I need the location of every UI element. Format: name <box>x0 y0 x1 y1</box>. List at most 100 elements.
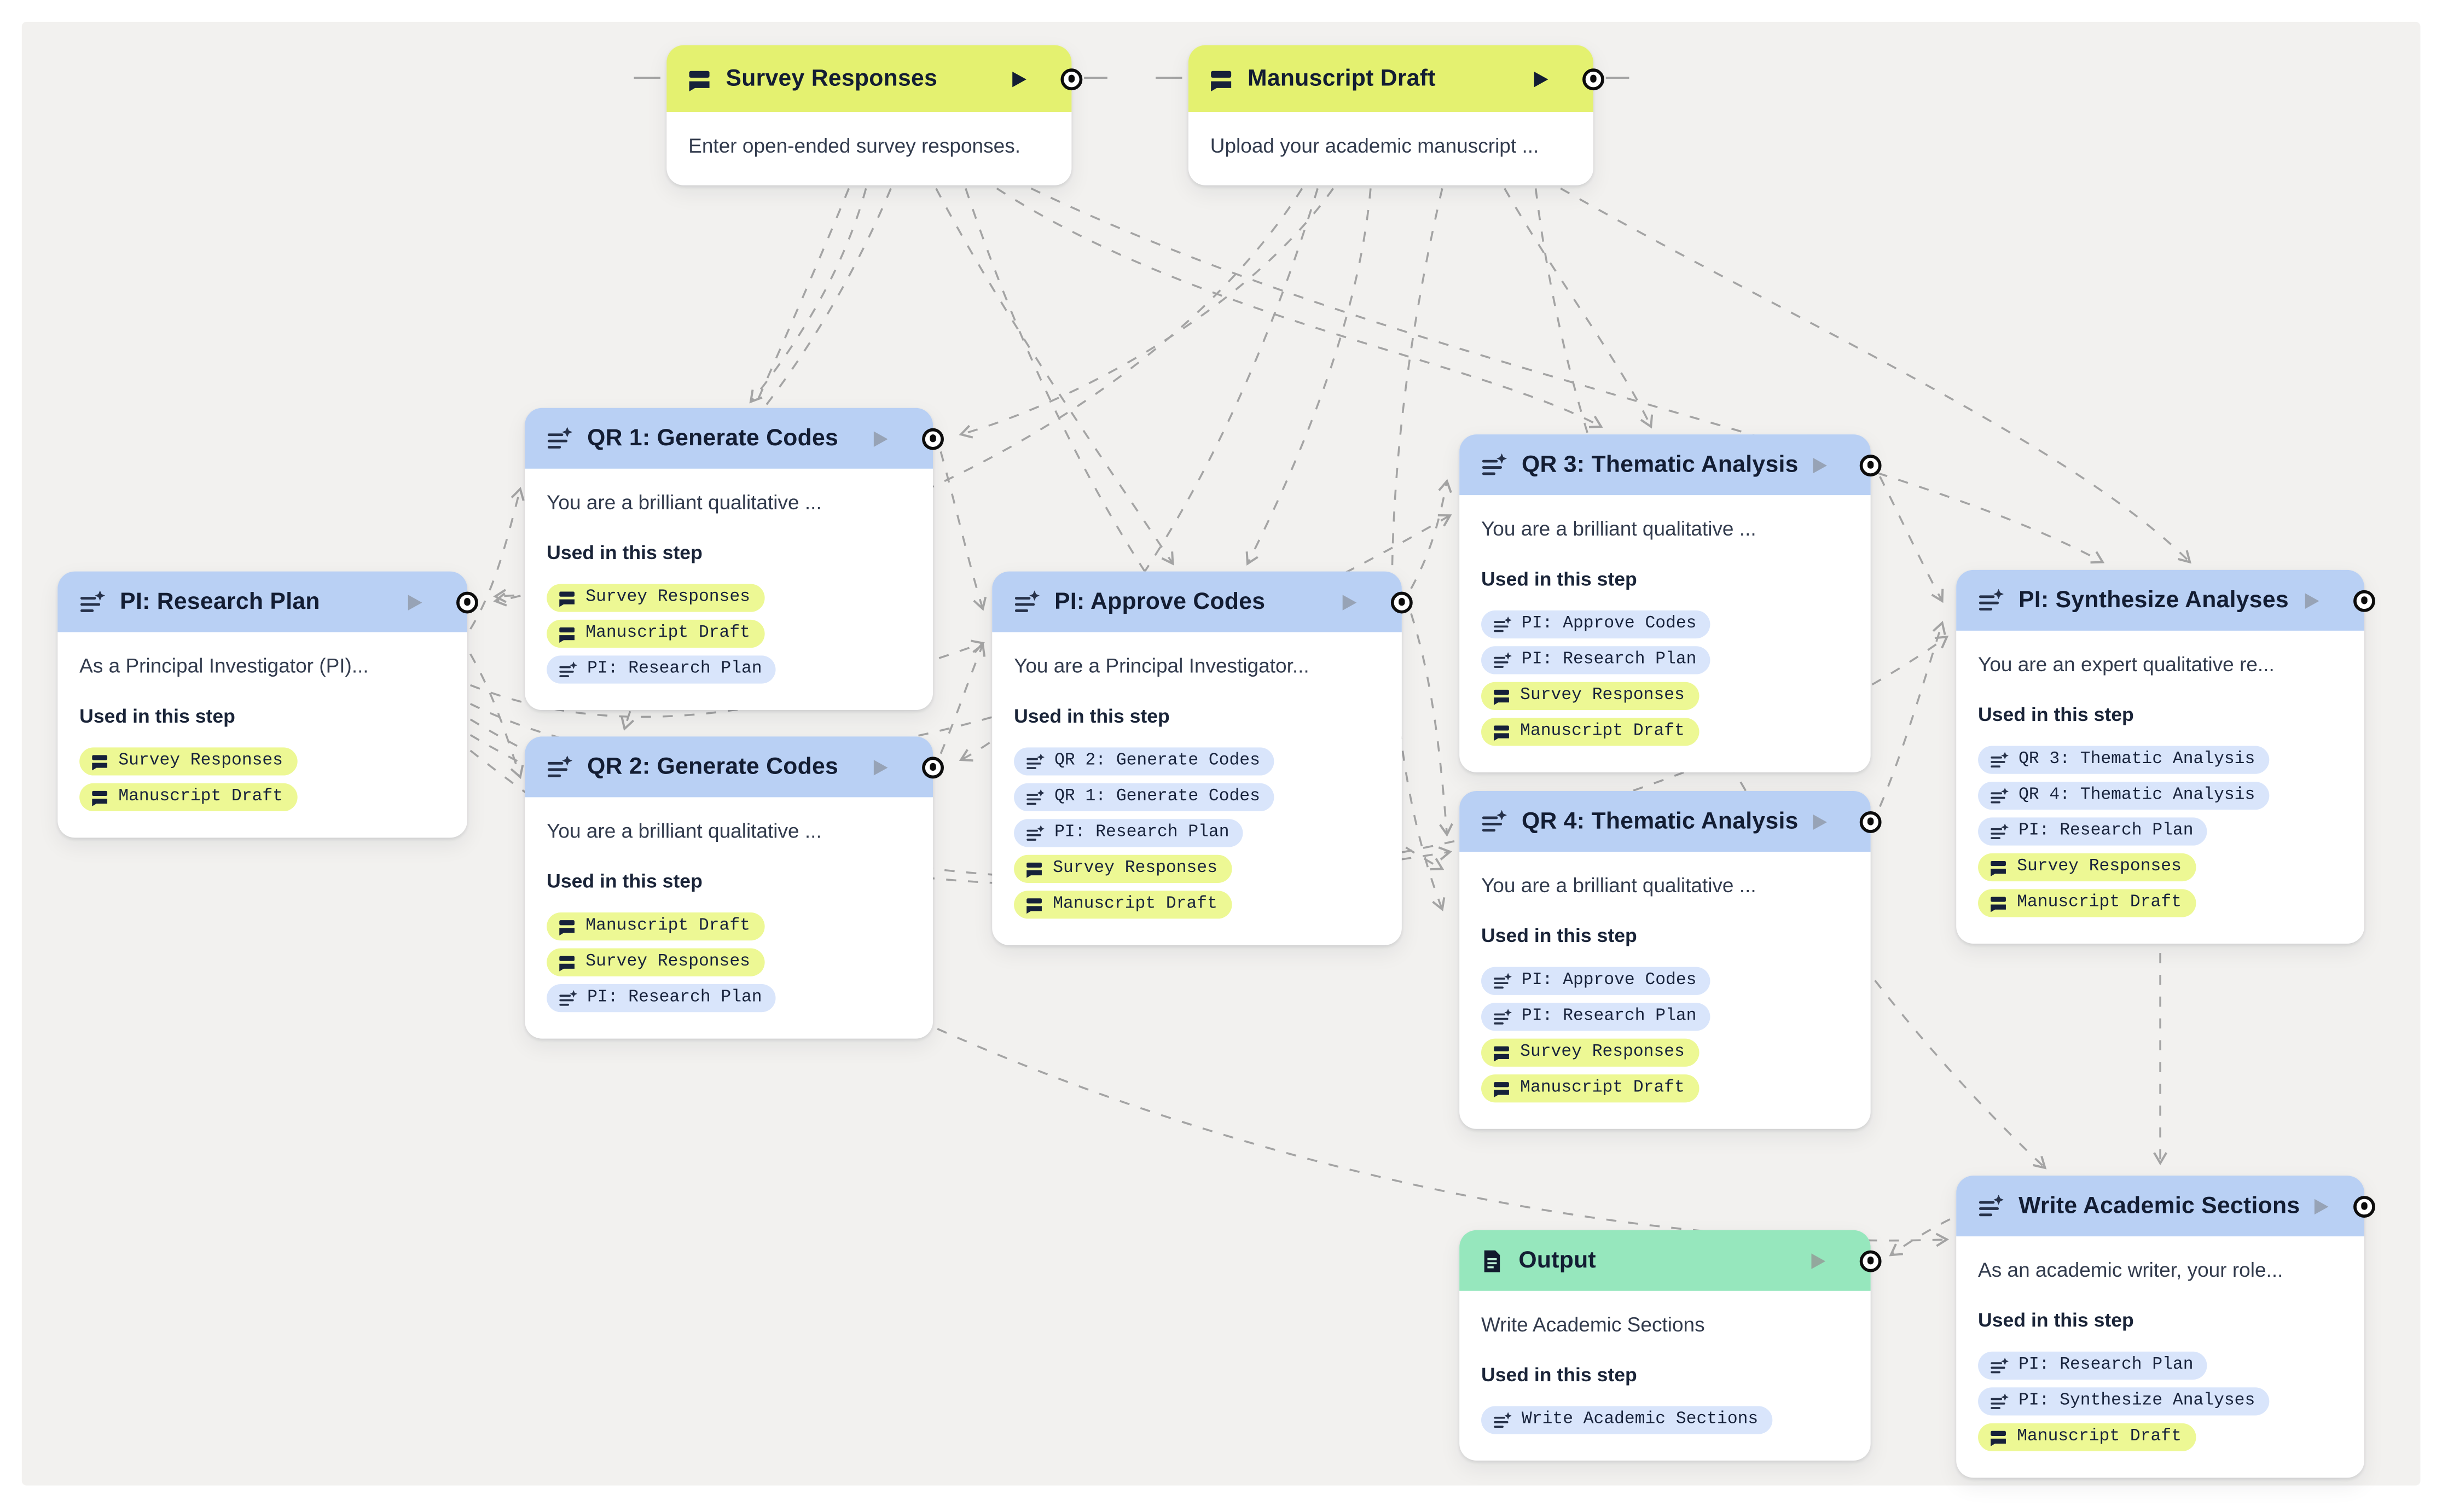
node-qr4-thematic-analysis[interactable]: QR 4: Thematic Analysis You are a brilli… <box>1459 791 1882 1130</box>
dependency-tag[interactable]: Survey Responses <box>1481 682 1699 711</box>
dependency-tag[interactable]: PI: Research Plan <box>547 656 776 684</box>
edge <box>996 187 1603 428</box>
dependency-tag[interactable]: PI: Approve Codes <box>1481 610 1711 639</box>
node-output[interactable]: Output Write Academic Sections Used in t… <box>1459 1230 1882 1461</box>
node-description: As a Principal Investigator (PI)... <box>79 654 369 678</box>
used-in-step-label: Used in this step <box>1014 706 1170 728</box>
node-description: You are an expert qualitative re... <box>1978 652 2275 676</box>
output-port[interactable] <box>1390 591 1413 613</box>
node-header[interactable]: Output <box>1459 1230 1882 1291</box>
node-qr1-generate-codes[interactable]: QR 1: Generate Codes You are a brilliant… <box>525 408 944 711</box>
dependency-tag[interactable]: Manuscript Draft <box>547 912 764 941</box>
output-port[interactable] <box>1582 67 1604 90</box>
input-tag-icon <box>1991 1431 2006 1447</box>
play-button[interactable] <box>873 759 888 775</box>
dependency-tag[interactable]: QR 1: Generate Codes <box>1014 783 1274 812</box>
document-icon <box>1484 1249 1500 1272</box>
node-header[interactable]: Survey Responses <box>666 45 1083 112</box>
dependency-tag-label: PI: Approve Codes <box>1522 972 1697 991</box>
play-button[interactable] <box>1812 813 1826 829</box>
dependency-tag[interactable]: PI: Research Plan <box>1014 819 1244 848</box>
output-port[interactable] <box>2353 589 2375 612</box>
play-button[interactable] <box>1812 457 1826 473</box>
node-header[interactable]: QR 1: Generate Codes <box>525 408 944 469</box>
dependency-tag-label: Manuscript Draft <box>2017 894 2182 913</box>
edge <box>1410 479 1452 589</box>
dependency-tag[interactable]: Survey Responses <box>79 748 297 776</box>
node-header[interactable]: PI: Synthesize Analyses <box>1956 569 2375 631</box>
node-header[interactable]: PI: Approve Codes <box>992 571 1413 632</box>
output-port[interactable] <box>1060 67 1083 90</box>
prompt-tag-icon <box>1991 787 2009 803</box>
output-port[interactable] <box>1859 1249 1882 1272</box>
play-button[interactable] <box>2305 592 2319 608</box>
dependency-tag[interactable]: Survey Responses <box>547 949 764 977</box>
output-port[interactable] <box>2353 1195 2375 1217</box>
dependency-tag[interactable]: PI: Approve Codes <box>1481 967 1711 996</box>
dependency-tag[interactable]: PI: Research Plan <box>1481 1003 1711 1032</box>
play-button[interactable] <box>1012 71 1026 86</box>
node-pi-synthesize-analyses[interactable]: PI: Synthesize Analyses You are an exper… <box>1956 569 2375 944</box>
dependency-tag[interactable]: Survey Responses <box>1481 1039 1699 1067</box>
prompt-tag-icon <box>1991 1357 2009 1373</box>
dependency-tag[interactable]: Write Academic Sections <box>1481 1406 1772 1435</box>
output-port[interactable] <box>1859 810 1882 833</box>
dependency-tag[interactable]: Manuscript Draft <box>1014 891 1232 920</box>
input-tag-icon <box>92 755 108 771</box>
used-in-step-label: Used in this step <box>547 870 703 893</box>
dependency-tag-list: QR 3: Thematic Analysis QR 4: Thematic A… <box>1978 746 2342 918</box>
dependency-tag[interactable]: Manuscript Draft <box>1481 1074 1699 1103</box>
dependency-tag[interactable]: PI: Research Plan <box>547 984 776 1013</box>
dependency-tag-label: PI: Synthesize Analyses <box>2018 1392 2255 1411</box>
dependency-tag[interactable]: QR 3: Thematic Analysis <box>1978 746 2269 775</box>
dependency-tag[interactable]: PI: Research Plan <box>1481 647 1711 675</box>
dependency-tag[interactable]: Manuscript Draft <box>547 620 764 648</box>
node-header[interactable]: QR 2: Generate Codes <box>525 736 944 798</box>
node-title: PI: Synthesize Analyses <box>2018 587 2289 614</box>
dependency-tag[interactable]: QR 2: Generate Codes <box>1014 748 1274 776</box>
node-qr3-thematic-analysis[interactable]: QR 3: Thematic Analysis You are a brilli… <box>1459 434 1882 773</box>
dependency-tag[interactable]: Manuscript Draft <box>1978 1423 2196 1452</box>
node-write-academic-sections[interactable]: Write Academic Sections As an academic w… <box>1956 1176 2375 1479</box>
play-button[interactable] <box>873 431 888 446</box>
output-port[interactable] <box>922 755 944 778</box>
node-header[interactable]: QR 4: Thematic Analysis <box>1459 791 1882 852</box>
edge <box>939 642 986 754</box>
output-port[interactable] <box>922 427 944 450</box>
node-survey-responses[interactable]: Survey Responses Enter open-ended survey… <box>666 45 1083 186</box>
node-header[interactable]: Write Academic Sections <box>1956 1176 2375 1237</box>
output-port[interactable] <box>456 591 478 613</box>
dependency-tag[interactable]: Manuscript Draft <box>1481 718 1699 747</box>
dependency-tag[interactable]: PI: Research Plan <box>1978 1352 2208 1380</box>
prompt-icon <box>80 589 106 612</box>
dependency-tag[interactable]: PI: Research Plan <box>1978 818 2208 846</box>
node-qr2-generate-codes[interactable]: QR 2: Generate Codes You are a brilliant… <box>525 736 944 1039</box>
node-header[interactable]: Manuscript Draft <box>1188 45 1604 112</box>
node-pi-research-plan[interactable]: PI: Research Plan As a Principal Investi… <box>57 571 478 839</box>
dependency-tag[interactable]: Manuscript Draft <box>1978 889 2196 918</box>
play-button[interactable] <box>1534 71 1548 86</box>
dependency-tag[interactable]: Survey Responses <box>1978 853 2196 882</box>
node-header[interactable]: PI: Research Plan <box>57 571 478 632</box>
play-button[interactable] <box>1811 1253 1826 1269</box>
dependency-tag[interactable]: Survey Responses <box>547 584 764 613</box>
node-manuscript-draft[interactable]: Manuscript Draft Upload your academic ma… <box>1188 45 1604 186</box>
dependency-tag[interactable]: Survey Responses <box>1014 855 1232 883</box>
node-header[interactable]: QR 3: Thematic Analysis <box>1459 434 1882 496</box>
dependency-tag-label: Survey Responses <box>118 752 283 771</box>
dependency-tag[interactable]: Manuscript Draft <box>79 783 297 812</box>
dependency-tag-label: Manuscript Draft <box>585 625 750 644</box>
dependency-tag-label: QR 4: Thematic Analysis <box>2018 787 2255 806</box>
edge <box>1410 613 1453 837</box>
dependency-tag-label: PI: Research Plan <box>587 660 762 679</box>
output-port[interactable] <box>1859 453 1882 476</box>
play-button[interactable] <box>2314 1198 2328 1214</box>
dependency-tag-label: Manuscript Draft <box>1053 895 1217 915</box>
dependency-tag[interactable]: QR 4: Thematic Analysis <box>1978 782 2269 810</box>
dependency-tag[interactable]: PI: Synthesize Analyses <box>1978 1387 2269 1416</box>
node-body: Write Academic Sections Used in this ste… <box>1459 1291 1870 1461</box>
dependency-tag-list: QR 2: Generate Codes QR 1: Generate Code… <box>1014 748 1380 920</box>
play-button[interactable] <box>1342 594 1357 610</box>
node-pi-approve-codes[interactable]: PI: Approve Codes You are a Principal In… <box>992 571 1413 946</box>
play-button[interactable] <box>408 594 422 610</box>
